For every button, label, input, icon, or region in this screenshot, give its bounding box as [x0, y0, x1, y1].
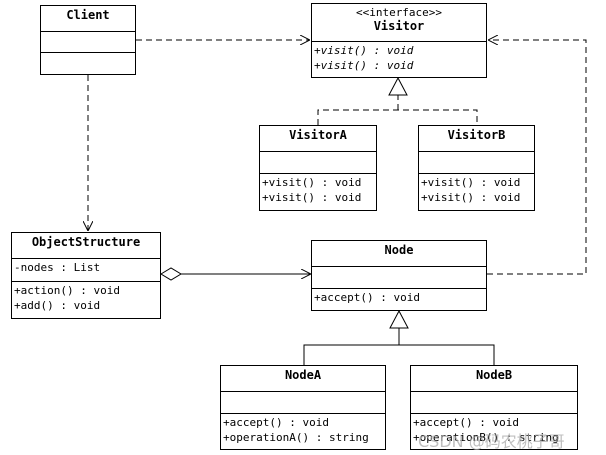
class-object-structure-method: +action() : void: [14, 284, 120, 297]
node-generalization-lines: [303, 328, 495, 365]
class-visitor-b-method: +visit() : void: [421, 176, 521, 189]
class-visitor-b: VisitorB +visit() : void +visit() : void: [418, 125, 535, 211]
class-node-name: Node: [384, 243, 414, 257]
class-node-b-method: +operationB() : string: [413, 431, 559, 444]
class-object-structure-name: ObjectStructure: [31, 235, 141, 249]
class-visitor: <<interface>> Visitor +visit() : void +v…: [311, 3, 487, 78]
class-node-a-method: +operationA() : string: [223, 431, 369, 444]
class-node-methods: +accept() : void: [312, 289, 486, 310]
class-node-attributes: [312, 267, 486, 289]
class-visitor-a-attributes: [260, 152, 376, 174]
class-client-attributes: [41, 32, 135, 53]
class-node-a: NodeA +accept() : void +operationA() : s…: [220, 365, 386, 450]
class-object-structure: ObjectStructure -nodes : List +action() …: [11, 232, 161, 319]
aggregation-diamond: [160, 267, 182, 281]
class-node-b-method: +accept() : void: [413, 416, 519, 429]
class-node-b-attributes: [411, 392, 577, 414]
class-visitor-method: +visit() : void: [314, 44, 414, 57]
class-object-structure-methods: +action() : void +add() : void: [12, 282, 160, 318]
class-visitor-a-method: +visit() : void: [262, 191, 362, 204]
class-visitor-b-attributes: [419, 152, 534, 174]
visitor-realization-lines: [317, 95, 478, 125]
class-visitor-a-name: VisitorA: [289, 128, 347, 142]
class-node-b-methods: +accept() : void +operationB() : string: [411, 414, 577, 449]
class-client-methods: [41, 53, 135, 74]
node-generalization-triangle: [389, 309, 409, 329]
class-node-b: NodeB +accept() : void +operationB() : s…: [410, 365, 578, 450]
class-visitor-method: +visit() : void: [314, 59, 414, 72]
class-node-method: +accept() : void: [314, 291, 420, 304]
node-visitor-dependency: [487, 40, 587, 275]
class-visitor-b-methods: +visit() : void +visit() : void: [419, 174, 534, 210]
class-object-structure-attributes: -nodes : List: [12, 259, 160, 282]
class-object-structure-method: +add() : void: [14, 299, 101, 312]
class-node: Node +accept() : void: [311, 240, 487, 311]
class-object-structure-attribute: -nodes : List: [14, 261, 101, 274]
class-visitor-stereotype: <<interface>>: [355, 6, 443, 19]
class-node-a-method: +accept() : void: [223, 416, 329, 429]
class-visitor-a-methods: +visit() : void +visit() : void: [260, 174, 376, 210]
class-visitor-name: Visitor: [373, 19, 425, 33]
class-visitor-methods: +visit() : void +visit() : void: [312, 42, 486, 77]
class-client-name: Client: [66, 8, 110, 22]
class-visitor-a-method: +visit() : void: [262, 176, 362, 189]
class-node-a-name: NodeA: [284, 368, 322, 382]
class-client: Client: [40, 5, 136, 75]
class-node-a-methods: +accept() : void +operationA() : string: [221, 414, 385, 449]
class-node-b-name: NodeB: [475, 368, 513, 382]
class-visitor-a: VisitorA +visit() : void +visit() : void: [259, 125, 377, 211]
visitor-realization-triangle: [388, 76, 408, 96]
class-visitor-b-method: +visit() : void: [421, 191, 521, 204]
class-visitor-b-name: VisitorB: [447, 128, 506, 142]
class-node-a-attributes: [221, 392, 385, 414]
watermark: CSDN @码农桃子哥: [418, 432, 565, 451]
